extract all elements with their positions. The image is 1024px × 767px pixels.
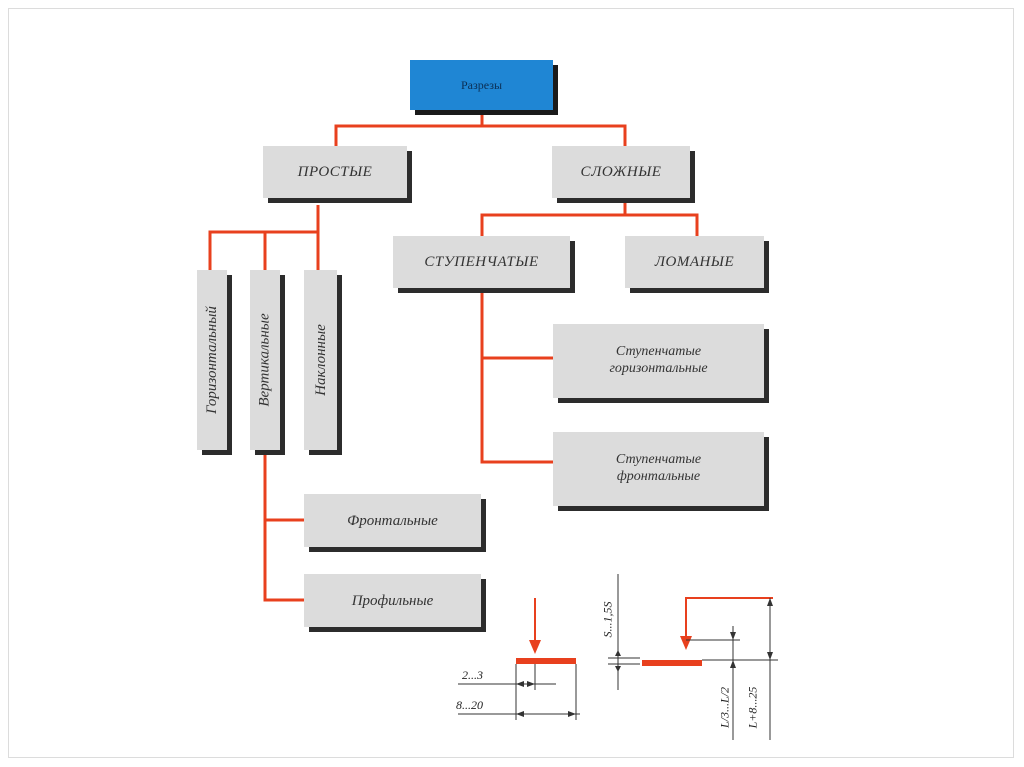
node-complex: сложные bbox=[552, 146, 690, 198]
link-root-complex bbox=[482, 124, 627, 148]
link-complex-broken bbox=[625, 213, 699, 236]
dim-left-large: 8...20 bbox=[456, 698, 483, 712]
node-simple-label: простые bbox=[297, 164, 373, 180]
node-stepped-label: ступенчатые bbox=[424, 254, 539, 270]
root-label: Разрезы bbox=[460, 77, 502, 92]
node-complex-label: сложные bbox=[580, 164, 662, 180]
dim-left-small: 2...3 bbox=[462, 668, 483, 682]
node-profile-label: Профильные bbox=[351, 592, 434, 609]
dim-right-b: L+8...25 bbox=[745, 686, 760, 729]
node-frontal: Фронтальные bbox=[304, 494, 481, 547]
node-stepped-frontal-label: Ступенчатые фронтальные bbox=[615, 452, 702, 484]
node-stepped-horizontal: Ступенчатые горизонтальные bbox=[553, 324, 764, 398]
node-stepped: ступенчатые bbox=[393, 236, 570, 288]
link-stepped bbox=[480, 291, 553, 464]
dim-right-a: L/3...L/2 bbox=[717, 687, 732, 729]
dim-mid-vertical: S...1,5S bbox=[600, 601, 615, 638]
left-dim-drawing bbox=[458, 598, 580, 720]
node-profile: Профильные bbox=[304, 574, 481, 627]
node-vertical: Вертикальные bbox=[250, 270, 280, 450]
link-complex bbox=[480, 200, 627, 236]
root-node: Разрезы bbox=[410, 60, 553, 110]
node-broken-label: ломаные bbox=[654, 254, 735, 270]
node-inclined: Наклонные bbox=[304, 270, 337, 450]
node-horizontal: Горизонтальный bbox=[197, 270, 227, 450]
link-root bbox=[334, 112, 484, 148]
diagram-frame bbox=[8, 8, 1014, 758]
link-vertical bbox=[263, 452, 304, 602]
node-simple: простые bbox=[263, 146, 407, 198]
node-stepped-frontal: Ступенчатые фронтальные bbox=[553, 432, 764, 506]
node-stepped-horizontal-label: Ступенчатые горизонтальные bbox=[609, 344, 708, 376]
right-dim-drawing bbox=[608, 574, 778, 740]
node-frontal-label: Фронтальные bbox=[347, 512, 438, 529]
node-broken: ломаные bbox=[625, 236, 764, 288]
